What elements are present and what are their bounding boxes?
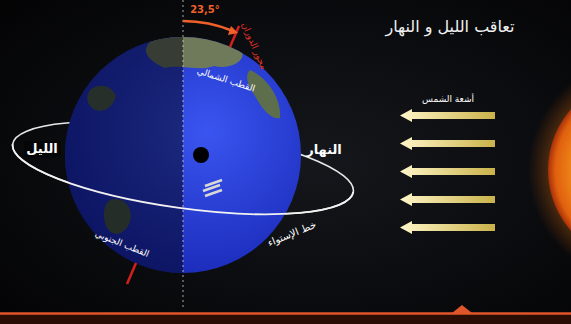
rays-label: أشعة الشمس bbox=[422, 94, 474, 105]
angle-label: 23,5° bbox=[190, 4, 220, 16]
day-label: النهار bbox=[306, 142, 342, 158]
diagram-title: تعاقب الليل و النهار bbox=[385, 17, 514, 36]
night-label: الليل bbox=[24, 141, 60, 157]
